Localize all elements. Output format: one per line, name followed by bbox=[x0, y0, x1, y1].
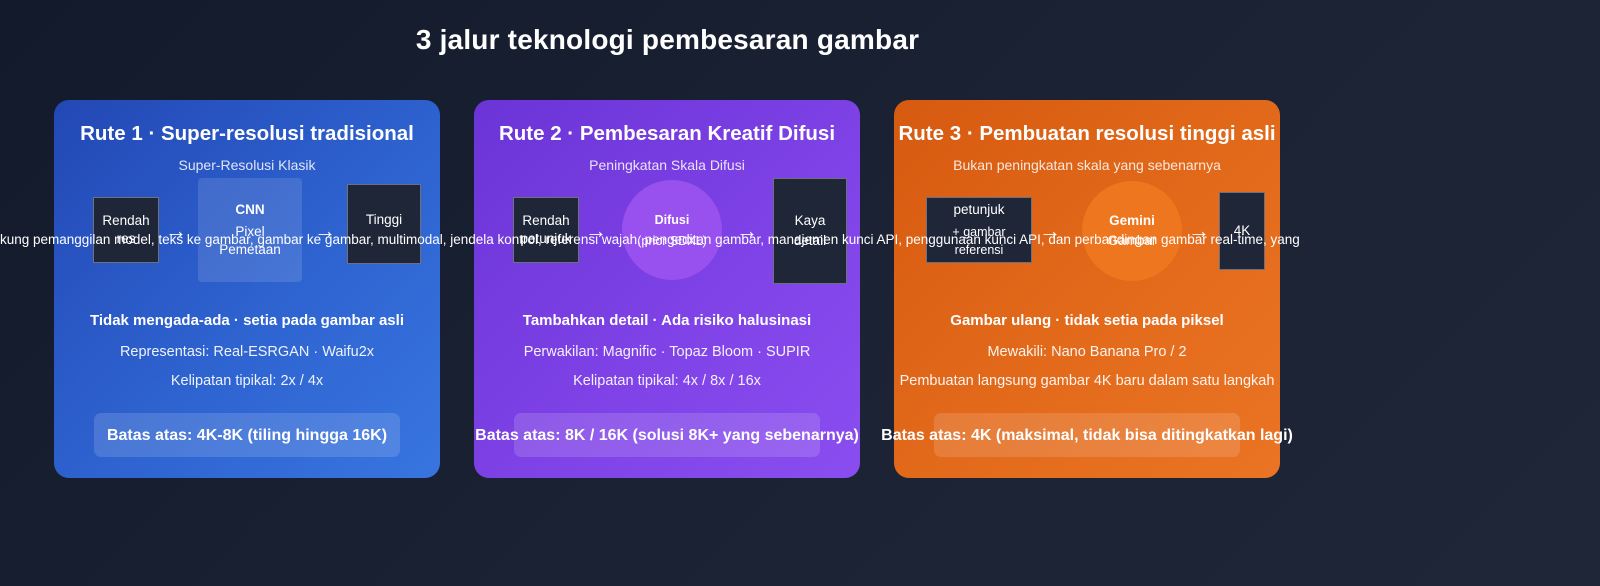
route-1-arrow-1: → bbox=[165, 218, 187, 243]
route-1-typical-scale: Kelipatan tipikal: 2x / 4x bbox=[170, 373, 324, 389]
route-2-typical-scale: Kelipatan tipikal: 4x / 8x / 16x bbox=[573, 373, 761, 389]
route-2-input-node: Rendah petunjuk bbox=[513, 197, 579, 263]
route-3-claim: Gambar ulang · tidak setia pada piksel bbox=[950, 312, 1224, 329]
route-2-title: Rute 2 · Pembesaran Kreatif Difusi bbox=[498, 122, 836, 145]
route-3-typical-scale: Pembuatan langsung gambar 4K baru dalam … bbox=[899, 373, 1275, 389]
route-3-input-sub: + gambar referensi bbox=[952, 225, 1006, 257]
route-3-upper-limit: Batas atas: 4K (maksimal, tidak bisa dit… bbox=[881, 427, 1293, 444]
route-2-process-title: Difusi bbox=[654, 212, 690, 227]
route-2-output-node: Kaya detail bbox=[773, 178, 847, 284]
route-2-card: Rute 2 · Pembesaran Kreatif Difusi Penin… bbox=[474, 100, 860, 478]
route-3-arrow-1: → bbox=[1039, 218, 1061, 243]
route-2-process-sub: (prior SDXL) bbox=[637, 233, 707, 248]
route-3-output-node: 4K bbox=[1219, 192, 1265, 270]
route-1-input-node: Rendah res bbox=[93, 197, 159, 263]
route-3-card: Rute 3 · Pembuatan resolusi tinggi asli … bbox=[881, 100, 1293, 478]
route-2-arrow-2: → bbox=[736, 218, 758, 243]
route-3-process-title: Gemini bbox=[1109, 213, 1155, 228]
route-1-process-sub: Pixel Pemetaan bbox=[219, 224, 281, 257]
route-1-arrow-2: → bbox=[314, 218, 336, 243]
route-1-claim: Tidak mengada-ada · setia pada gambar as… bbox=[89, 312, 404, 329]
route-3-limit-box bbox=[934, 413, 1240, 457]
route-2-limit-box bbox=[514, 413, 820, 457]
route-1-subtitle: Super-Resolusi Klasik bbox=[178, 157, 316, 173]
route-3-process-sub: Gambar bbox=[1107, 233, 1157, 248]
route-3-input-node: petunjuk + gambar referensi bbox=[926, 197, 1032, 263]
route-1-upper-limit: Batas atas: 4K-8K (tiling hingga 16K) bbox=[106, 427, 388, 444]
route-1-representatives: Representasi: Real-ESRGAN · Waifu2x bbox=[119, 344, 375, 360]
route-2-upper-limit: Batas atas: 8K / 16K (solusi 8K+ yang se… bbox=[475, 427, 859, 444]
overlay-description-text: kung pemanggilan model, teks ke gambar, … bbox=[0, 232, 1300, 247]
route-1-card: Rute 1 · Super-resolusi tradisional Supe… bbox=[54, 100, 440, 478]
route-3-title: Rute 3 · Pembuatan resolusi tinggi asli bbox=[898, 122, 1276, 145]
route-3-arrow-2: → bbox=[1188, 218, 1210, 243]
route-3-process-node: Gemini Gambar bbox=[1082, 181, 1182, 281]
route-2-representatives: Perwakilan: Magnific · Topaz Bloom · SUP… bbox=[523, 344, 811, 360]
route-1-output-node: Tinggi bbox=[347, 184, 421, 264]
route-2-arrow-1: → bbox=[585, 218, 607, 243]
route-2-subtitle: Peningkatan Skala Difusi bbox=[589, 157, 745, 173]
route-1-title: Rute 1 · Super-resolusi tradisional bbox=[80, 122, 414, 145]
route-3-subtitle: Bukan peningkatan skala yang sebenarnya bbox=[953, 157, 1221, 173]
diagram-title: 3 jalur teknologi pembesaran gambar bbox=[415, 24, 920, 55]
route-2-process-node: Difusi (prior SDXL) bbox=[622, 180, 722, 280]
route-1-process-node: CNN Pixel Pemetaan bbox=[198, 178, 302, 282]
route-3-representatives: Mewakili: Nano Banana Pro / 2 bbox=[987, 344, 1187, 360]
route-3-input-label: petunjuk bbox=[953, 202, 1005, 217]
route-1-limit-box bbox=[94, 413, 400, 457]
route-1-process-title: CNN bbox=[235, 202, 265, 217]
route-2-claim: Tambahkan detail · Ada risiko halusinasi bbox=[522, 312, 812, 329]
